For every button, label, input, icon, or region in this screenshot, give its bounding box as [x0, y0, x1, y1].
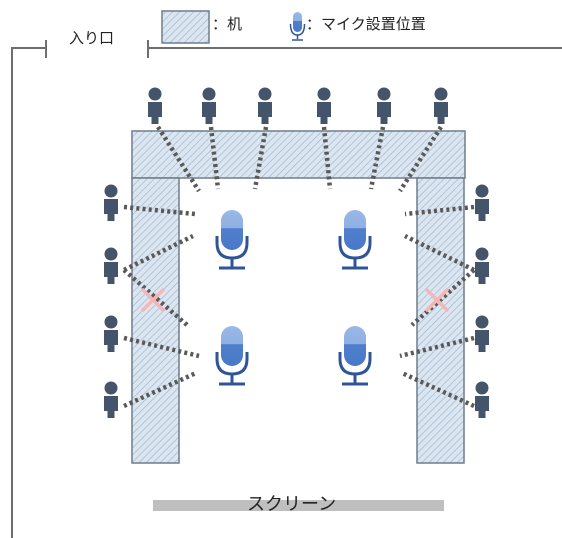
desk-right — [416, 177, 465, 464]
person-icon — [475, 247, 489, 284]
mic-icon — [215, 324, 249, 386]
person-icon — [104, 247, 118, 284]
cross-marks — [141, 288, 449, 312]
person-icon — [104, 381, 118, 418]
mic-icon — [338, 324, 372, 386]
desk-left — [131, 177, 180, 464]
people-right-column — [475, 184, 489, 418]
voice-paths — [122, 125, 476, 409]
legend-mic-label: ：マイク設置位置 — [306, 15, 426, 33]
person-icon — [475, 184, 489, 221]
legend-desk-swatch — [161, 10, 210, 44]
person-icon — [202, 87, 216, 124]
microphones — [215, 208, 372, 386]
room-walls — [11, 40, 562, 538]
mic-icon — [215, 208, 249, 270]
screen-label: スクリーン — [247, 494, 337, 515]
entrance-label: 入り口 — [69, 29, 115, 47]
mic-icon — [338, 208, 372, 270]
person-icon — [104, 315, 118, 352]
screen-bar — [153, 500, 444, 511]
person-icon — [148, 87, 162, 124]
cross-icon — [141, 288, 165, 312]
desk-u-shape — [131, 130, 466, 464]
person-icon — [377, 87, 391, 124]
cross-icon — [425, 288, 449, 312]
people-top-row — [148, 87, 448, 124]
person-icon — [434, 87, 448, 124]
person-icon — [258, 87, 272, 124]
person-icon — [317, 87, 331, 124]
person-icon — [475, 381, 489, 418]
legend-mic-icon — [289, 12, 306, 41]
legend-desk-label: ：机 — [212, 15, 243, 33]
person-icon — [104, 184, 118, 221]
people-left-column — [104, 184, 118, 418]
person-icon — [475, 315, 489, 352]
